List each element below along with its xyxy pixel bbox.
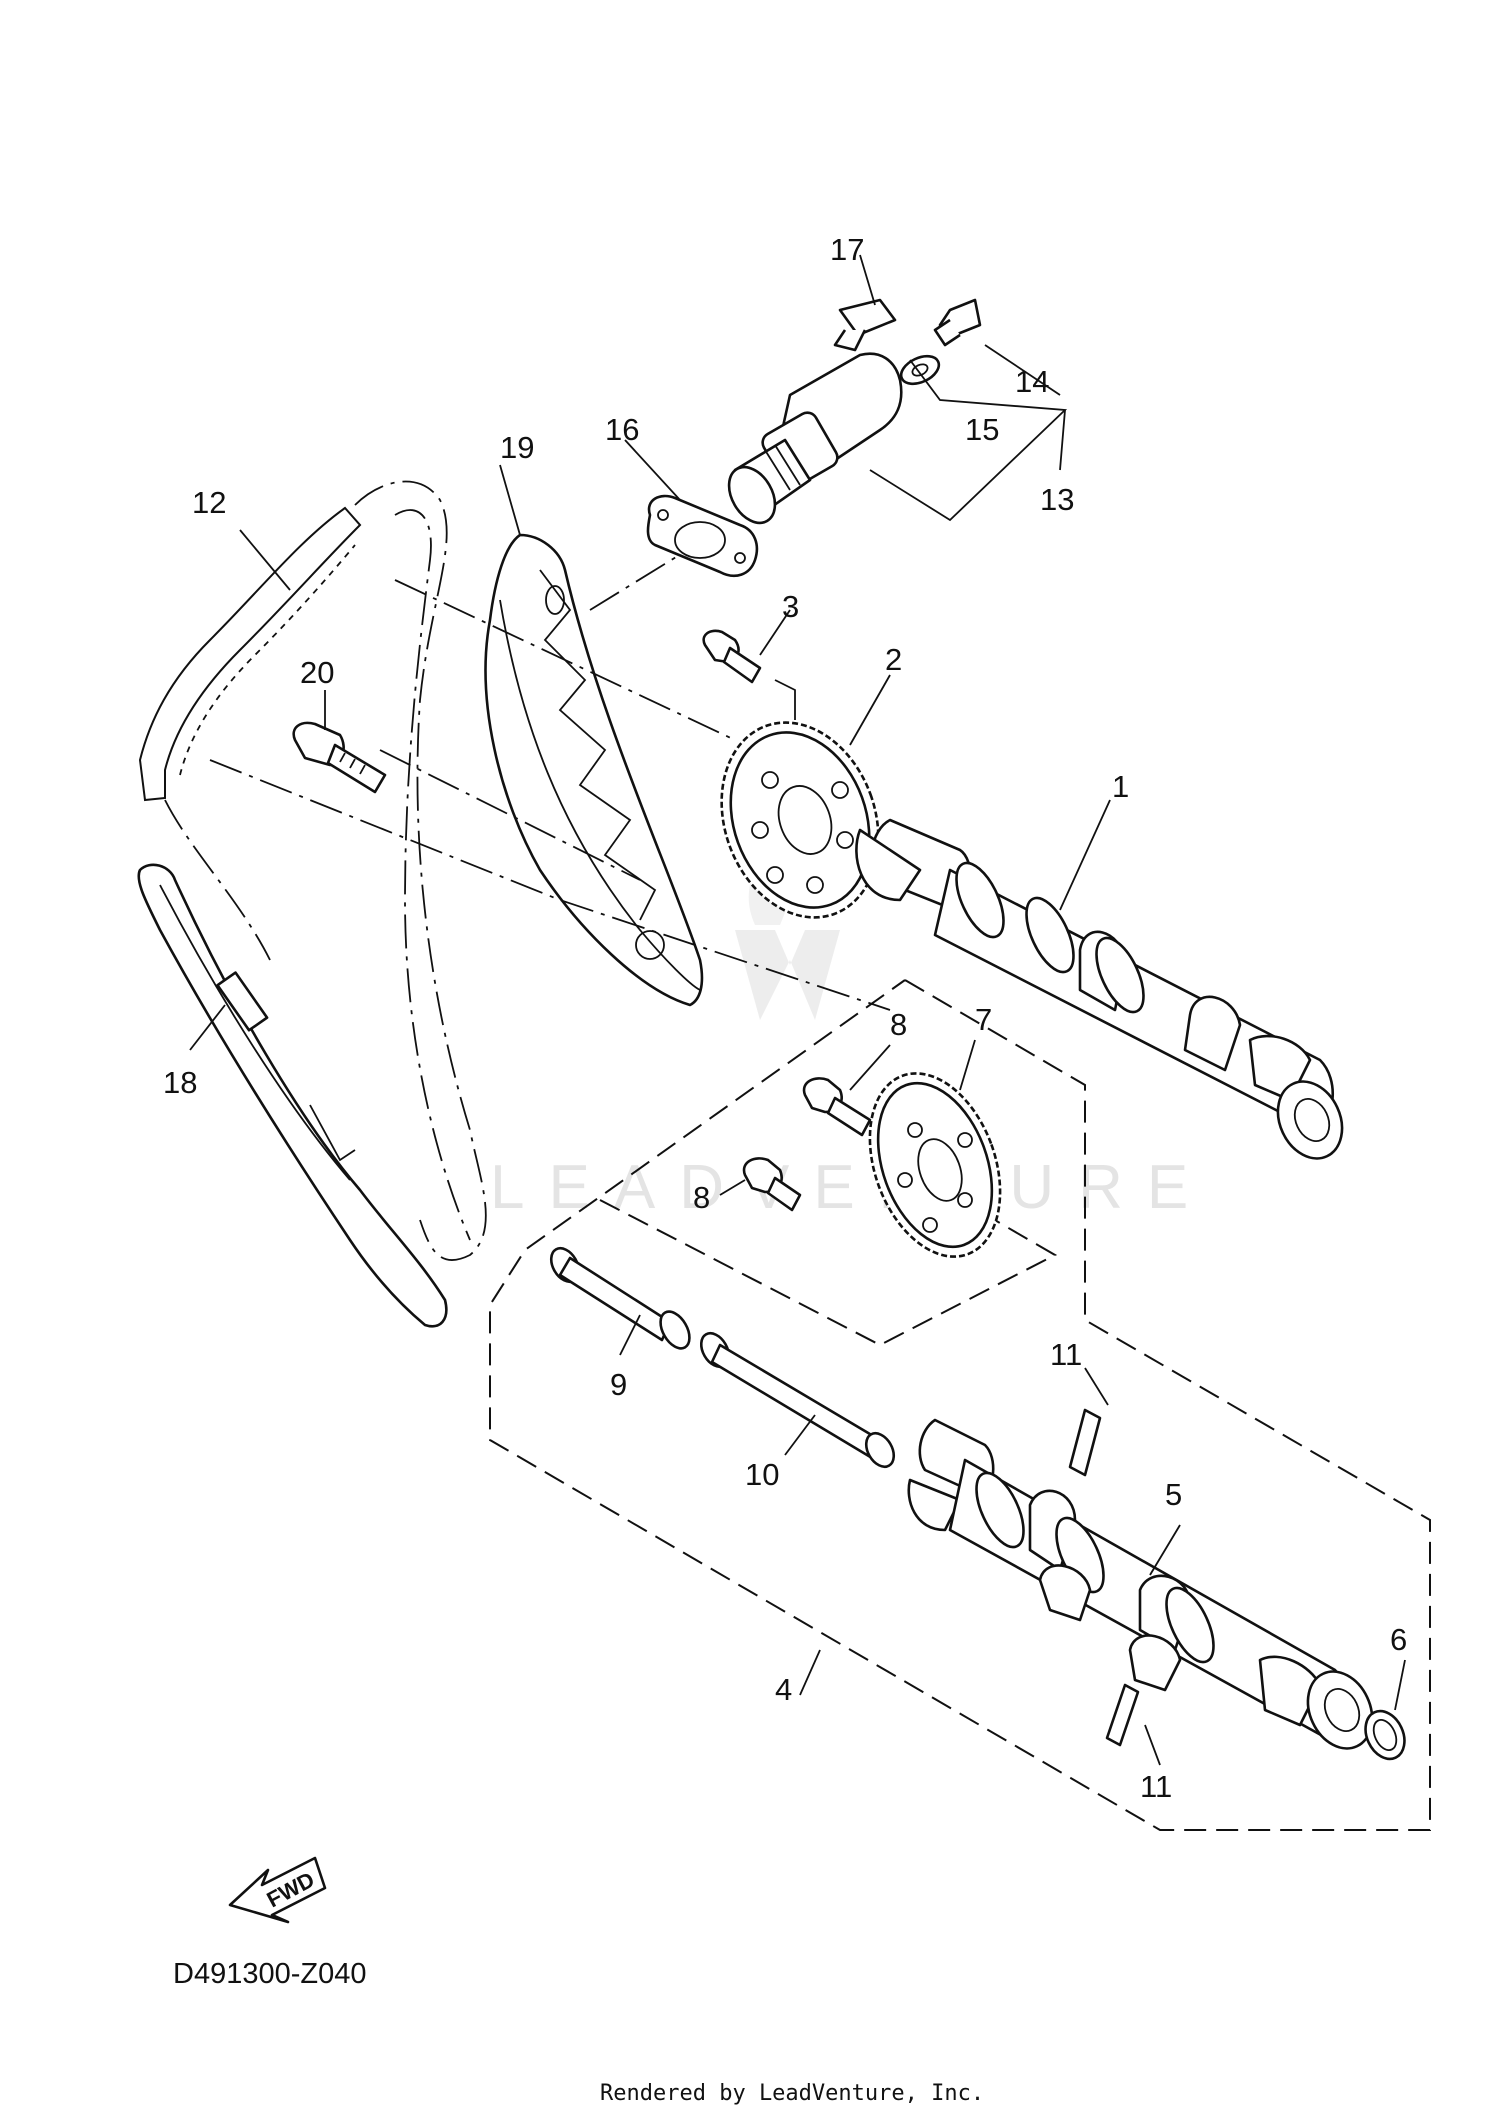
bolt-8-upper	[802, 1077, 872, 1137]
callout-19: 19	[500, 430, 534, 465]
callout-8-upper: 8	[890, 1007, 907, 1042]
watermark-text: LEADVENTURE	[490, 1153, 1212, 1222]
pin-11-lower	[1105, 1683, 1140, 1747]
callout-9: 9	[610, 1367, 627, 1402]
callout-3: 3	[782, 589, 799, 624]
gasket-16	[646, 494, 759, 577]
callout-11-upper: 11	[1050, 1337, 1082, 1372]
diagram-code: D491300-Z040	[173, 1958, 366, 1990]
assembly-boxes	[489, 979, 1431, 1831]
callout-17: 17	[830, 232, 864, 267]
render-credit: Rendered by LeadVenture, Inc.	[600, 2081, 984, 2106]
callout-6: 6	[1390, 1622, 1407, 1657]
leader-lines	[189, 254, 1406, 1766]
callout-7: 7	[975, 1002, 992, 1037]
callout-1: 1	[1112, 769, 1129, 804]
callout-11-lower: 11	[1140, 1769, 1172, 1804]
callout-15: 15	[965, 412, 999, 447]
shaft-10	[699, 1331, 896, 1469]
bolt-8-lower	[742, 1157, 802, 1212]
camshaft-1	[855, 818, 1344, 1160]
cam-sprocket-7	[868, 1072, 1002, 1258]
bolt-3	[702, 629, 762, 684]
callout-20: 20	[300, 655, 334, 690]
bolt-20	[292, 721, 387, 794]
chain-guide-18	[137, 863, 448, 1328]
callout-14: 14	[1015, 364, 1049, 399]
washer-15	[899, 354, 941, 386]
callout-18: 18	[163, 1065, 197, 1100]
pin-11-upper	[1068, 1408, 1102, 1477]
callout-4: 4	[775, 1672, 792, 1707]
cam-sprocket-2	[720, 721, 880, 919]
camshaft-5	[907, 1418, 1374, 1750]
callout-12: 12	[192, 485, 226, 520]
callout-16: 16	[605, 412, 639, 447]
cam-chain-tensioner	[727, 352, 903, 525]
callout-10: 10	[745, 1457, 779, 1492]
bolt-14	[933, 298, 982, 347]
bolt-17	[833, 298, 897, 352]
fwd-arrow: FWD	[228, 1856, 327, 1924]
callout-5: 5	[1165, 1477, 1182, 1512]
timing-chain	[138, 480, 487, 1261]
callout-8-lower: 8	[693, 1180, 710, 1215]
chain-guide-19	[484, 533, 704, 1007]
callout-13: 13	[1040, 482, 1074, 517]
callout-2: 2	[885, 642, 902, 677]
ring-6	[1364, 1709, 1406, 1761]
callout-labels: 1 2 3 4 5 6 7 8 8 9 10 11 11 12 13 14 15…	[163, 232, 1407, 1804]
shaft-9	[549, 1246, 691, 1350]
